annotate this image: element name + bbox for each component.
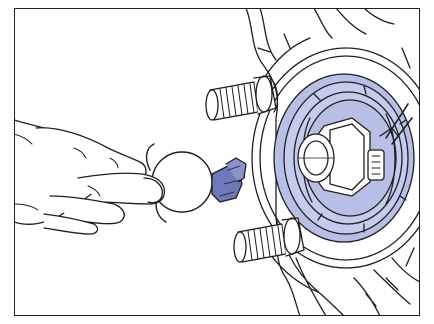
wheel-stud-lower — [234, 218, 304, 262]
clip-tab — [212, 158, 246, 202]
illustration-frame — [14, 8, 420, 316]
hand — [14, 120, 164, 234]
wheel-stud-upper — [206, 76, 277, 120]
illustration-canvas — [14, 8, 420, 316]
